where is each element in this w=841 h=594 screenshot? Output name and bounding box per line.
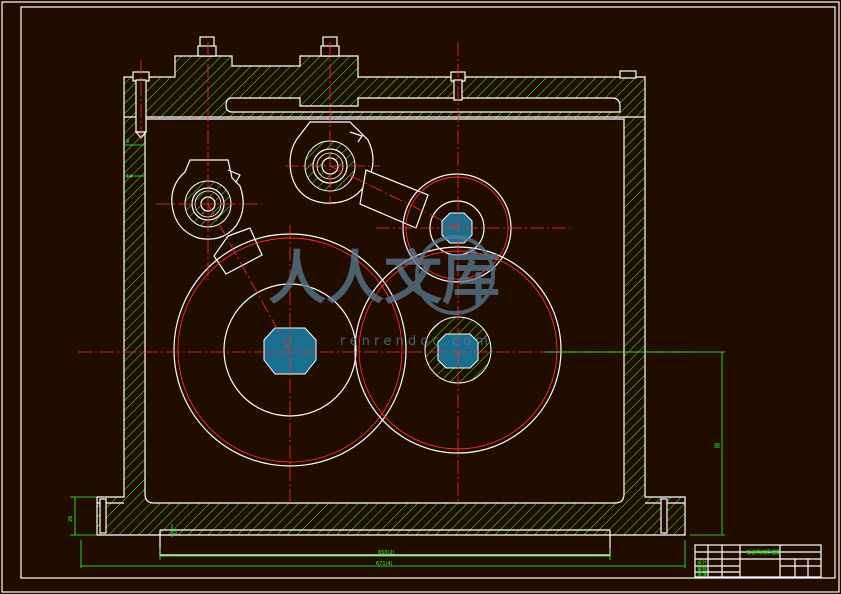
title-block-title: 输送机械原理图 bbox=[746, 549, 781, 556]
title-block bbox=[694, 544, 822, 578]
watermark-main: 人人文库 bbox=[268, 244, 500, 312]
dim-left-small: 9 bbox=[126, 139, 129, 145]
title-block-cell-2: 审核 bbox=[697, 566, 707, 573]
watermark: 人人文库 r e n r e n d o c . c o m bbox=[268, 235, 500, 349]
inner-border bbox=[20, 6, 836, 579]
watermark-url: r e n r e n d o c . c o m bbox=[340, 334, 488, 349]
dimensions bbox=[70, 144, 725, 568]
dim-left-thick: 14 bbox=[126, 174, 132, 180]
dim-base-height: 26 bbox=[68, 516, 74, 522]
housing-body bbox=[96, 55, 686, 556]
dim-base-step: 18 bbox=[173, 529, 179, 535]
title-block-cell-3: 批准 bbox=[697, 571, 707, 578]
dim-total-width: 671(4) bbox=[376, 561, 393, 567]
small-gear-middle bbox=[289, 121, 429, 229]
dim-inner-width: 650(2) bbox=[378, 550, 395, 556]
dim-right-height: 图 bbox=[715, 443, 721, 448]
small-gear-left bbox=[171, 159, 263, 275]
title-block-cell-1: 设计 bbox=[697, 559, 707, 566]
